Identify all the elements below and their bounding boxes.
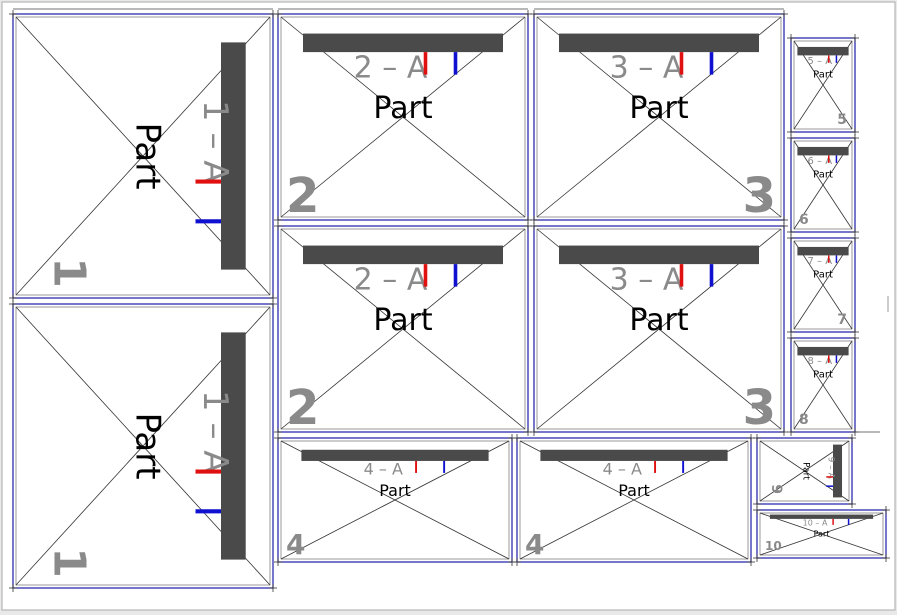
part-label: Part bbox=[814, 529, 830, 538]
part-code-text: 6 – A bbox=[808, 156, 833, 167]
rotated-labels: 1 – A Part bbox=[127, 390, 235, 480]
part-2-panel[interactable]: 2 – A Part 2 bbox=[274, 222, 532, 436]
part-bar bbox=[221, 332, 246, 560]
part-code-text: 4 – A bbox=[603, 460, 642, 479]
part-1-panel[interactable]: 1 – A Part 1 bbox=[9, 300, 277, 592]
part-label: Part bbox=[127, 412, 167, 479]
part-label: Part bbox=[379, 481, 411, 500]
part-label: Part bbox=[813, 369, 833, 380]
part-label: Part bbox=[373, 91, 432, 126]
part-bar bbox=[833, 444, 843, 498]
part-inner-outline bbox=[793, 40, 853, 130]
part-label: Part bbox=[813, 69, 833, 80]
part-number: 7 bbox=[837, 312, 847, 328]
part-4-panel[interactable]: 4 – A Part 4 bbox=[274, 434, 516, 566]
part-label: Part bbox=[813, 169, 833, 180]
part-inner-outline bbox=[15, 306, 271, 586]
part-code-text: 3 – A bbox=[610, 263, 684, 298]
part-inner-outline bbox=[759, 512, 884, 556]
rotated-labels: 9 – A Part bbox=[800, 457, 835, 481]
part-inner-outline bbox=[15, 16, 271, 296]
part-number: 9 bbox=[768, 484, 784, 494]
part-bar bbox=[797, 346, 849, 356]
part-number: 3 bbox=[743, 168, 776, 224]
part-number: 10 bbox=[765, 539, 782, 553]
part-inner-outline bbox=[280, 228, 526, 430]
part-number: 8 bbox=[799, 412, 809, 428]
part-number: 4 bbox=[286, 528, 305, 561]
part-bar bbox=[540, 449, 728, 461]
part-number: 6 bbox=[799, 212, 809, 228]
part-bar bbox=[797, 146, 849, 156]
part-5-panel[interactable]: 5 – A Part 5 bbox=[787, 34, 859, 136]
part-code-text: 10 – A bbox=[803, 519, 828, 528]
part-bar bbox=[797, 246, 849, 256]
part-code-text: 1 – A bbox=[195, 100, 235, 184]
cross-line bbox=[793, 240, 853, 330]
part-number: 1 bbox=[44, 547, 95, 578]
part-inner-outline bbox=[536, 16, 782, 218]
part-code-text: 2 – A bbox=[354, 51, 428, 86]
part-inner-outline bbox=[536, 228, 782, 430]
part-inner-outline bbox=[280, 440, 510, 560]
part-bar bbox=[559, 245, 759, 265]
part-1-panel[interactable]: 1 – A Part 1 bbox=[9, 10, 277, 302]
part-code-text: 9 – A bbox=[826, 457, 836, 480]
part-number-group: 1 bbox=[44, 257, 95, 288]
cross-line bbox=[793, 340, 853, 430]
part-code-text: 7 – A bbox=[808, 256, 833, 267]
part-inner-outline bbox=[793, 240, 853, 330]
part-label: Part bbox=[629, 91, 688, 126]
part-8-panel[interactable]: 8 – A Part 8 bbox=[787, 334, 859, 436]
part-3-panel[interactable]: 3 – A Part 3 bbox=[530, 222, 788, 436]
part-inner-outline bbox=[759, 440, 850, 502]
part-bar bbox=[797, 46, 849, 56]
cross-line bbox=[793, 40, 853, 130]
part-code-text: 4 – A bbox=[364, 460, 403, 479]
part-inner-outline bbox=[519, 440, 749, 560]
part-number: 2 bbox=[286, 168, 319, 224]
part-label: Part bbox=[813, 269, 833, 280]
part-inner-outline bbox=[793, 140, 853, 230]
part-number: 5 bbox=[837, 112, 847, 128]
part-number: 1 bbox=[44, 257, 95, 288]
part-bar bbox=[559, 33, 759, 53]
part-2-panel[interactable]: 2 – A Part 2 bbox=[274, 10, 532, 224]
part-label: Part bbox=[629, 303, 688, 338]
part-number: 2 bbox=[286, 380, 319, 436]
part-code-text: 8 – A bbox=[808, 356, 833, 367]
part-bar bbox=[303, 245, 503, 265]
part-code-text: 5 – A bbox=[808, 56, 833, 67]
part-bar bbox=[769, 514, 874, 519]
part-inner-outline bbox=[793, 340, 853, 430]
part-6-panel[interactable]: 6 – A Part 6 bbox=[787, 134, 859, 236]
part-3-panel[interactable]: 3 – A Part 3 bbox=[530, 10, 788, 224]
part-bar bbox=[221, 42, 246, 270]
part-number-group: 9 bbox=[768, 484, 784, 494]
cross-line bbox=[759, 512, 884, 556]
part-bar bbox=[303, 33, 503, 53]
part-9-panel[interactable]: 9 – A Part 9 bbox=[753, 434, 856, 508]
part-label: Part bbox=[618, 481, 650, 500]
part-label: Part bbox=[127, 122, 167, 189]
part-code-text: 1 – A bbox=[195, 390, 235, 474]
part-bar bbox=[301, 449, 489, 461]
part-7-panel[interactable]: 7 – A Part 7 bbox=[787, 234, 859, 336]
cross-line bbox=[793, 140, 853, 230]
part-inner-outline bbox=[280, 16, 526, 218]
part-code-text: 2 – A bbox=[354, 263, 428, 298]
part-label: Part bbox=[800, 462, 810, 480]
part-label: Part bbox=[373, 303, 432, 338]
part-number: 4 bbox=[525, 528, 544, 561]
rotated-labels: 1 – A Part bbox=[127, 100, 235, 190]
part-number-group: 1 bbox=[44, 547, 95, 578]
part-code-text: 3 – A bbox=[610, 51, 684, 86]
part-number: 3 bbox=[743, 380, 776, 436]
part-4-panel[interactable]: 4 – A Part 4 bbox=[513, 434, 755, 566]
